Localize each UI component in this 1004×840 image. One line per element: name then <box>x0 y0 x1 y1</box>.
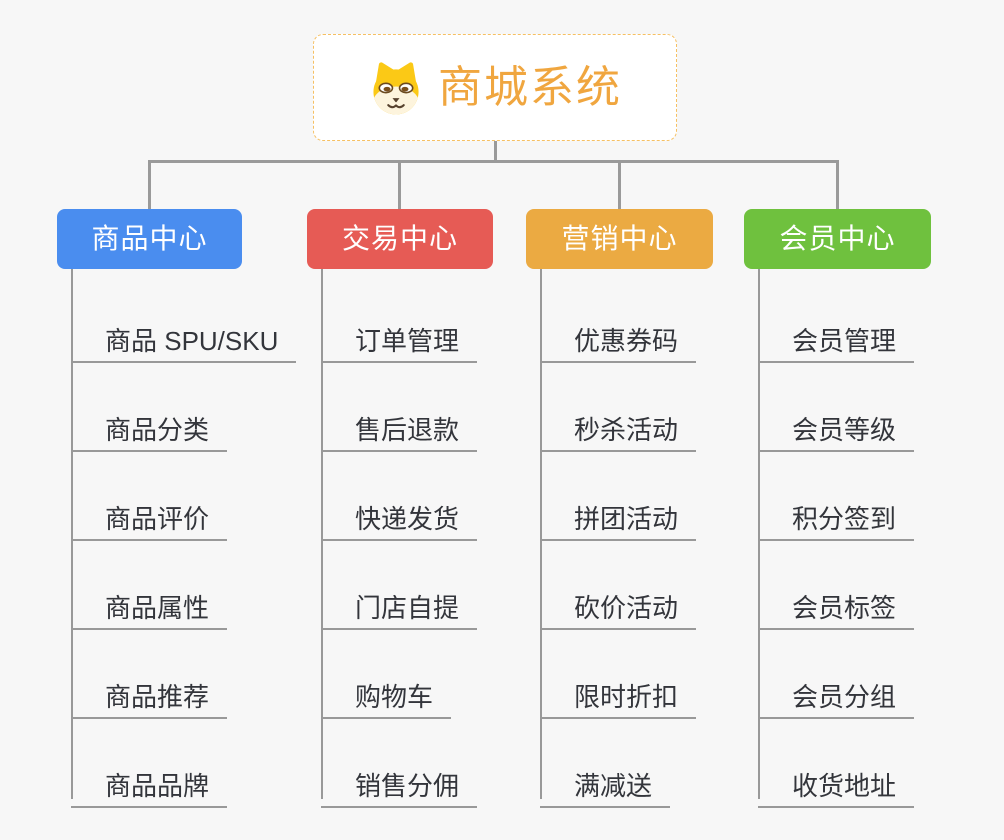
connector-drop-marketing <box>618 160 621 210</box>
connector-drop-trade <box>398 160 401 210</box>
topic-item[interactable]: 限时折扣 <box>540 666 697 719</box>
connector-trunk <box>321 269 323 799</box>
topic-item[interactable]: 门店自提 <box>321 577 478 630</box>
topic-item[interactable]: 会员等级 <box>758 399 915 452</box>
topic-item[interactable]: 快递发货 <box>321 488 478 541</box>
connector-drop-product <box>148 160 151 210</box>
dog-face-icon <box>373 61 419 114</box>
root-topic-label: 商城系统 <box>438 62 622 112</box>
topic-item[interactable]: 收货地址 <box>758 755 915 808</box>
branch-node-product-center[interactable]: 商品中心 <box>57 209 242 269</box>
branch-node-trade-center[interactable]: 交易中心 <box>307 209 493 269</box>
connector-bus <box>148 160 839 163</box>
topic-item[interactable]: 订单管理 <box>321 310 478 363</box>
topic-item[interactable]: 购物车 <box>321 666 452 719</box>
topic-item[interactable]: 积分签到 <box>758 488 915 541</box>
topic-item[interactable]: 商品分类 <box>71 399 228 452</box>
topic-item[interactable]: 会员管理 <box>758 310 915 363</box>
topic-item[interactable]: 商品评价 <box>71 488 228 541</box>
connector-trunk <box>540 269 542 799</box>
topic-item[interactable]: 砍价活动 <box>540 577 697 630</box>
connector-trunk <box>758 269 760 799</box>
topic-item[interactable]: 商品品牌 <box>71 755 228 808</box>
connector-root-stem <box>494 141 497 161</box>
topic-item[interactable]: 会员分组 <box>758 666 915 719</box>
topic-item[interactable]: 会员标签 <box>758 577 915 630</box>
topic-item[interactable]: 商品 SPU/SKU <box>71 310 297 363</box>
topic-item[interactable]: 满减送 <box>540 755 671 808</box>
topic-item[interactable]: 秒杀活动 <box>540 399 697 452</box>
root-topic-mall-system[interactable]: 商城系统 <box>313 34 677 141</box>
connector-trunk <box>71 269 73 799</box>
topic-item[interactable]: 商品属性 <box>71 577 228 630</box>
topic-item[interactable]: 优惠券码 <box>540 310 697 363</box>
topic-item[interactable]: 售后退款 <box>321 399 478 452</box>
topic-item[interactable]: 销售分佣 <box>321 755 478 808</box>
topic-item[interactable]: 拼团活动 <box>540 488 697 541</box>
connector-drop-member <box>836 160 839 210</box>
branch-node-member-center[interactable]: 会员中心 <box>744 209 931 269</box>
branch-node-marketing-center[interactable]: 营销中心 <box>526 209 713 269</box>
topic-item[interactable]: 商品推荐 <box>71 666 228 719</box>
